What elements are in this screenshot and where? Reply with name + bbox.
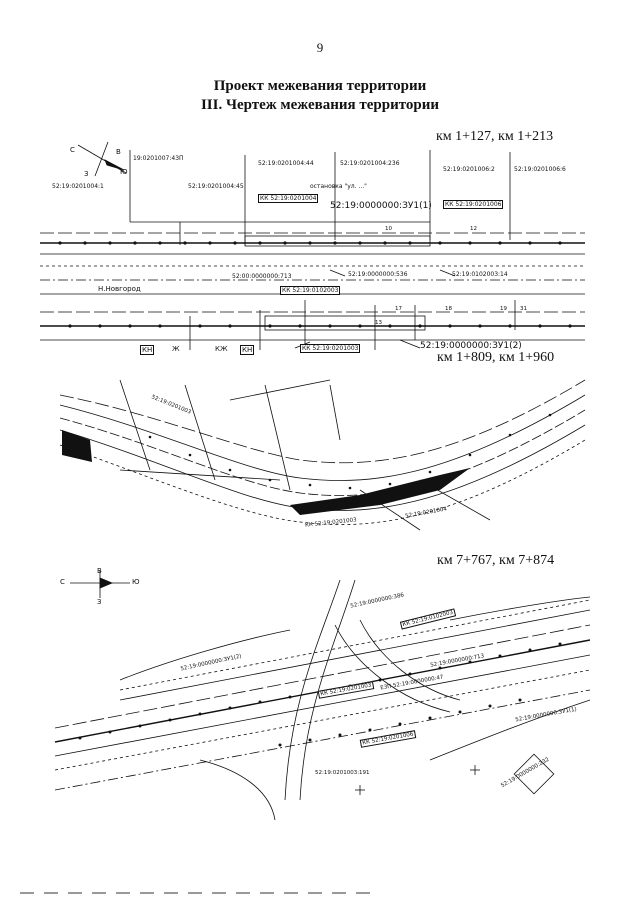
compass-south: Ю <box>120 168 128 176</box>
section-heading-2: км 1+809, км 1+960 <box>437 350 555 365</box>
compass-west: З <box>84 170 89 178</box>
section-heading-3: км 7+767, км 7+874 <box>437 553 555 568</box>
cadastral-quarter-label: КК 52:19:0102003 <box>280 286 341 295</box>
cadastral-quarter-label: КК 52:19:0201003 <box>300 344 361 353</box>
parcel-label: 52:19:0201004:1 <box>52 183 104 190</box>
point-number: 10 <box>385 226 392 232</box>
zone-label: Ж <box>172 345 180 353</box>
point-number: 12 <box>470 226 477 232</box>
parcel-label: 52:19:0102003:14 <box>452 271 508 278</box>
cadastral-quarter-label: КК 52:19:0201004 <box>258 194 319 203</box>
zone-label: КН <box>240 345 255 355</box>
parcel-label: 19:0201007:43П <box>133 155 184 162</box>
parcel-label: 52:19:0201006:6 <box>514 166 566 173</box>
document-title-line1: Проект межевания территории <box>213 78 427 94</box>
section-heading-1: км 1+127, км 1+213 <box>436 129 554 144</box>
point-number: 17 <box>395 306 402 312</box>
parcel-label: 52:19:0201004:44 <box>258 160 314 167</box>
document-title-line2: III. Чертеж межевания территории <box>200 97 440 113</box>
compass-west: З <box>97 598 102 606</box>
zone-label: КЖ <box>215 345 228 353</box>
parcel-label: 52:19:0201004:45 <box>188 183 244 190</box>
zone-label: КН <box>140 345 155 355</box>
point-number: 19 <box>500 306 507 312</box>
planned-parcel-zu1: 52:19:0000000:ЗУ1(1) <box>330 201 432 211</box>
compass-north: С <box>60 578 65 586</box>
parcel-label: 52:19:0201004:236 <box>340 160 400 167</box>
parcel-label: 52:19:0201003:191 <box>315 770 370 776</box>
parcel-label: 52:00:0000000:713 <box>232 273 292 280</box>
bus-stop-label: остановка "ул. ..." <box>310 183 367 190</box>
cadastral-quarter-label: КК 52:19:0201006 <box>443 200 504 209</box>
point-number: 18 <box>445 306 452 312</box>
compass-east: В <box>116 148 121 156</box>
compass-north: С <box>70 146 75 154</box>
page-number: 9 <box>316 40 324 55</box>
road-name: Н.Новгород <box>98 285 141 293</box>
compass-south: Ю <box>132 578 140 586</box>
planned-parcel-zu2: 52:19:0000000:ЗУ1(2) <box>420 341 522 351</box>
point-number: 13 <box>375 320 382 326</box>
parcel-label: 52:19:0000000:536 <box>348 271 408 278</box>
parcel-label: 52:19:0201006:2 <box>443 166 495 173</box>
point-number: 31 <box>520 306 527 312</box>
compass-east: В <box>97 567 102 575</box>
